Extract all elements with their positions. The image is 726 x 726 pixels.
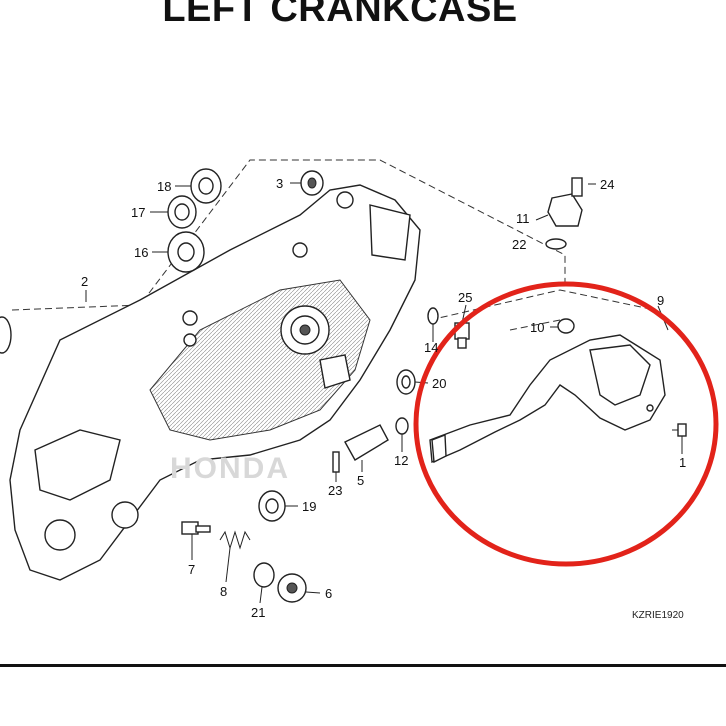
label-8: 8: [220, 584, 227, 599]
cover-group-outline: [429, 289, 656, 321]
crankcase-group-outline: [11, 159, 566, 311]
plug-6: [277, 573, 307, 603]
pin-23: [332, 451, 340, 473]
label-23: 23: [328, 483, 342, 498]
label-5: 5: [357, 473, 364, 488]
gear-group-outline: [509, 319, 561, 331]
label-6: 6: [325, 586, 332, 601]
washer-14: [427, 307, 439, 325]
label-1: 1: [679, 455, 686, 470]
bolt-1: [672, 423, 687, 437]
gear-cover-9: [429, 334, 666, 464]
highlight-circle: [413, 281, 719, 567]
nut-10: [557, 318, 575, 334]
label-20: 20: [432, 376, 446, 391]
dowel-12: [395, 417, 409, 435]
honda-watermark: HONDA: [170, 452, 290, 485]
label-17: 17: [131, 205, 145, 220]
label-3: 3: [276, 176, 283, 191]
oil-seal-19: [258, 490, 286, 522]
label-9: 9: [657, 293, 664, 308]
label-14: 14: [424, 340, 438, 355]
partial-bearing-left: [0, 316, 12, 354]
filter-5: [344, 424, 389, 461]
label-7: 7: [188, 562, 195, 577]
bolt-7: [181, 521, 211, 535]
oil-seal-20: [396, 369, 416, 395]
label-25: 25: [458, 290, 472, 305]
label-2: 2: [81, 274, 88, 289]
o-ring-21: [253, 562, 275, 588]
crankcase-body: HONDA: [9, 184, 421, 581]
label-21: 21: [251, 605, 265, 620]
label-11: 11: [516, 211, 530, 226]
label-24: 24: [600, 177, 614, 192]
sensor-11: [545, 177, 583, 250]
bushing-3: [300, 170, 324, 196]
bearing-16: [167, 231, 205, 273]
label-22: 22: [512, 237, 526, 252]
spring-8: [219, 530, 251, 550]
diagram-title: LEFT CRANKCASE: [162, 0, 518, 30]
label-19: 19: [302, 499, 316, 514]
label-16: 16: [134, 245, 148, 260]
label-18: 18: [157, 179, 171, 194]
label-10: 10: [530, 320, 544, 335]
oil-seal-17: [167, 195, 197, 229]
label-12: 12: [394, 453, 408, 468]
diagram-code: KZRIE1920: [632, 610, 684, 621]
bottom-rule: [0, 664, 726, 667]
bearing-18: [190, 168, 222, 204]
